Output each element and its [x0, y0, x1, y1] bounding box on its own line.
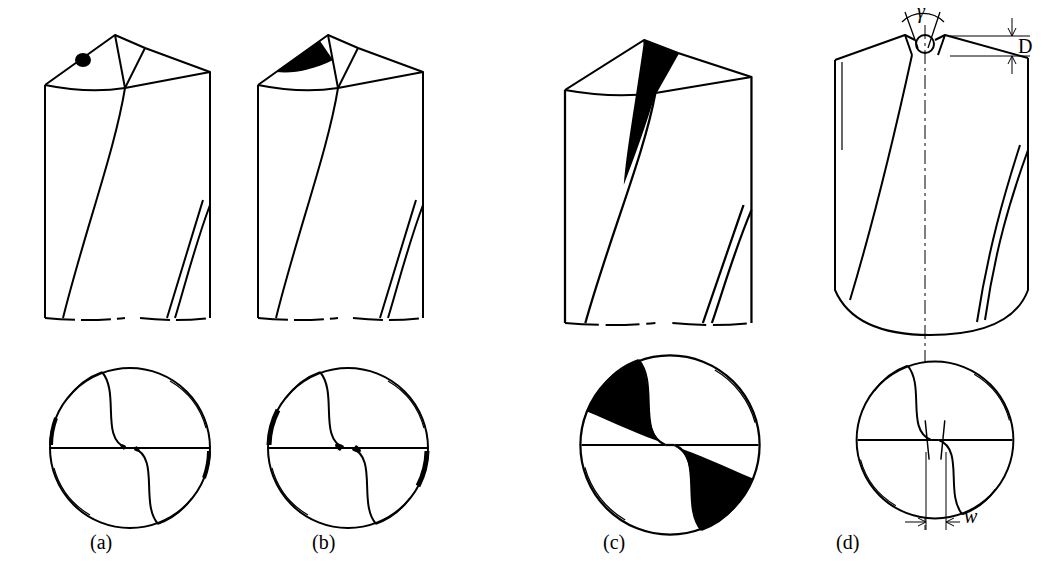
figure-label: (b): [312, 532, 335, 552]
figure-label: (a): [90, 532, 112, 552]
dimension-label: w: [964, 506, 977, 526]
figure-label: (c): [603, 532, 625, 552]
angle-symbol: γ: [917, 1, 925, 21]
dimension-label: D: [1018, 36, 1032, 56]
figure-label: (d): [836, 532, 859, 552]
